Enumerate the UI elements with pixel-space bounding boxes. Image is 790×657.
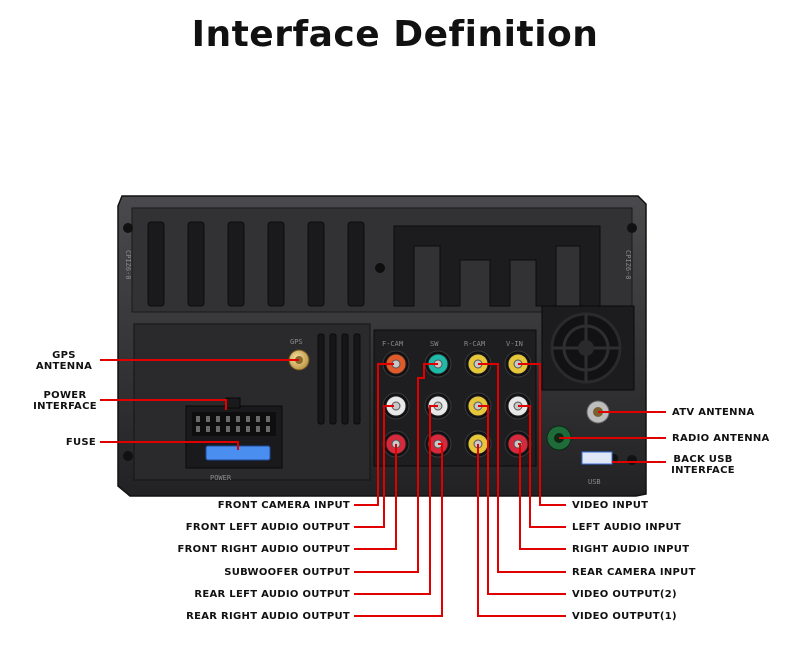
- label-subwoofer-output: SUBWOOFER OUTPUT: [224, 567, 350, 578]
- rca-jack: [382, 392, 410, 420]
- usb-port-marking: USB: [588, 478, 601, 486]
- leader-front-camera-input: [354, 363, 394, 506]
- label-video-output-1: VIDEO OUTPUT(1): [572, 611, 677, 622]
- label-gps-antenna: GPS ANTENNA: [32, 350, 96, 372]
- label-fuse: FUSE: [65, 437, 96, 448]
- rca-marking-4: V-IN: [506, 340, 523, 348]
- leader-fuse: [100, 441, 239, 450]
- leader-video-input: [518, 363, 566, 506]
- label-radio-antenna: RADIO ANTENNA: [672, 433, 770, 444]
- mount-hole: [627, 455, 637, 465]
- rca-jack: [504, 350, 532, 378]
- leader-rear-right-audio: [354, 443, 443, 617]
- label-front-camera-input: FRONT CAMERA INPUT: [217, 500, 350, 511]
- label-video-output-2: VIDEO OUTPUT(2): [572, 589, 677, 600]
- mount-hole: [123, 451, 133, 461]
- label-back-usb-interface: BACK USB INTERFACE: [668, 454, 738, 476]
- leader-subwoofer: [354, 363, 438, 573]
- gps-port-marking: GPS: [290, 338, 303, 346]
- usb-port: [581, 451, 613, 465]
- label-power-interface: POWER INTERFACE: [30, 390, 100, 412]
- label-power-interface-line1: POWER: [43, 390, 87, 401]
- leader-left-audio-input: [518, 405, 566, 528]
- mount-hole: [627, 223, 637, 233]
- mount-hole: [123, 223, 133, 233]
- label-back-usb-line1: BACK USB: [673, 454, 733, 465]
- label-power-interface-line2: INTERFACE: [33, 401, 97, 412]
- leader-front-right-audio: [354, 444, 397, 550]
- vent-slots: [147, 221, 365, 307]
- ribbed-block: [393, 225, 601, 307]
- leader-rear-left-audio: [354, 405, 438, 595]
- leader-video-output-2: [478, 405, 566, 595]
- rca-marking-2: SW: [430, 340, 439, 348]
- panel-marking-right: CPIZ6-0: [624, 250, 632, 280]
- label-front-right-audio-output: FRONT RIGHT AUDIO OUTPUT: [177, 544, 350, 555]
- leader-lines: [100, 359, 666, 617]
- label-rear-right-audio-output: REAR RIGHT AUDIO OUTPUT: [186, 611, 350, 622]
- rca-marking-3: R-CAM: [464, 340, 485, 348]
- engraved-markings: CPIZ6-0 CPIZ6-0 POWER USB F-CAM SW R-CAM…: [124, 250, 632, 486]
- rca-marking-1: F-CAM: [382, 340, 403, 348]
- leader-rear-camera-input: [478, 363, 566, 573]
- heatsink-fins: [317, 333, 361, 425]
- label-front-left-audio-output: FRONT LEFT AUDIO OUTPUT: [185, 522, 350, 533]
- screw-hole: [375, 263, 385, 273]
- label-gps-antenna-line2: ANTENNA: [35, 361, 93, 372]
- label-rear-camera-input: REAR CAMERA INPUT: [572, 567, 696, 578]
- leader-front-left-audio: [354, 405, 394, 528]
- cooling-fan: [541, 305, 635, 391]
- label-rear-left-audio-output: REAR LEFT AUDIO OUTPUT: [194, 589, 350, 600]
- leader-power: [100, 399, 227, 410]
- page-title: Interface Definition: [191, 14, 599, 55]
- leader-right-audio-input: [518, 443, 566, 550]
- label-left-audio-input: LEFT AUDIO INPUT: [572, 522, 682, 533]
- power-port-marking: POWER: [210, 474, 232, 482]
- panel-marking-left: CPIZ6-0: [124, 250, 132, 280]
- label-right-audio-input: RIGHT AUDIO INPUT: [572, 544, 690, 555]
- leader-video-output-1: [477, 444, 566, 617]
- label-video-input: VIDEO INPUT: [572, 500, 649, 511]
- rca-jack: [382, 350, 410, 378]
- label-atv-antenna: ATV ANTENNA: [672, 407, 755, 418]
- label-back-usb-line2: INTERFACE: [671, 465, 735, 476]
- label-gps-antenna-line1: GPS: [52, 350, 76, 361]
